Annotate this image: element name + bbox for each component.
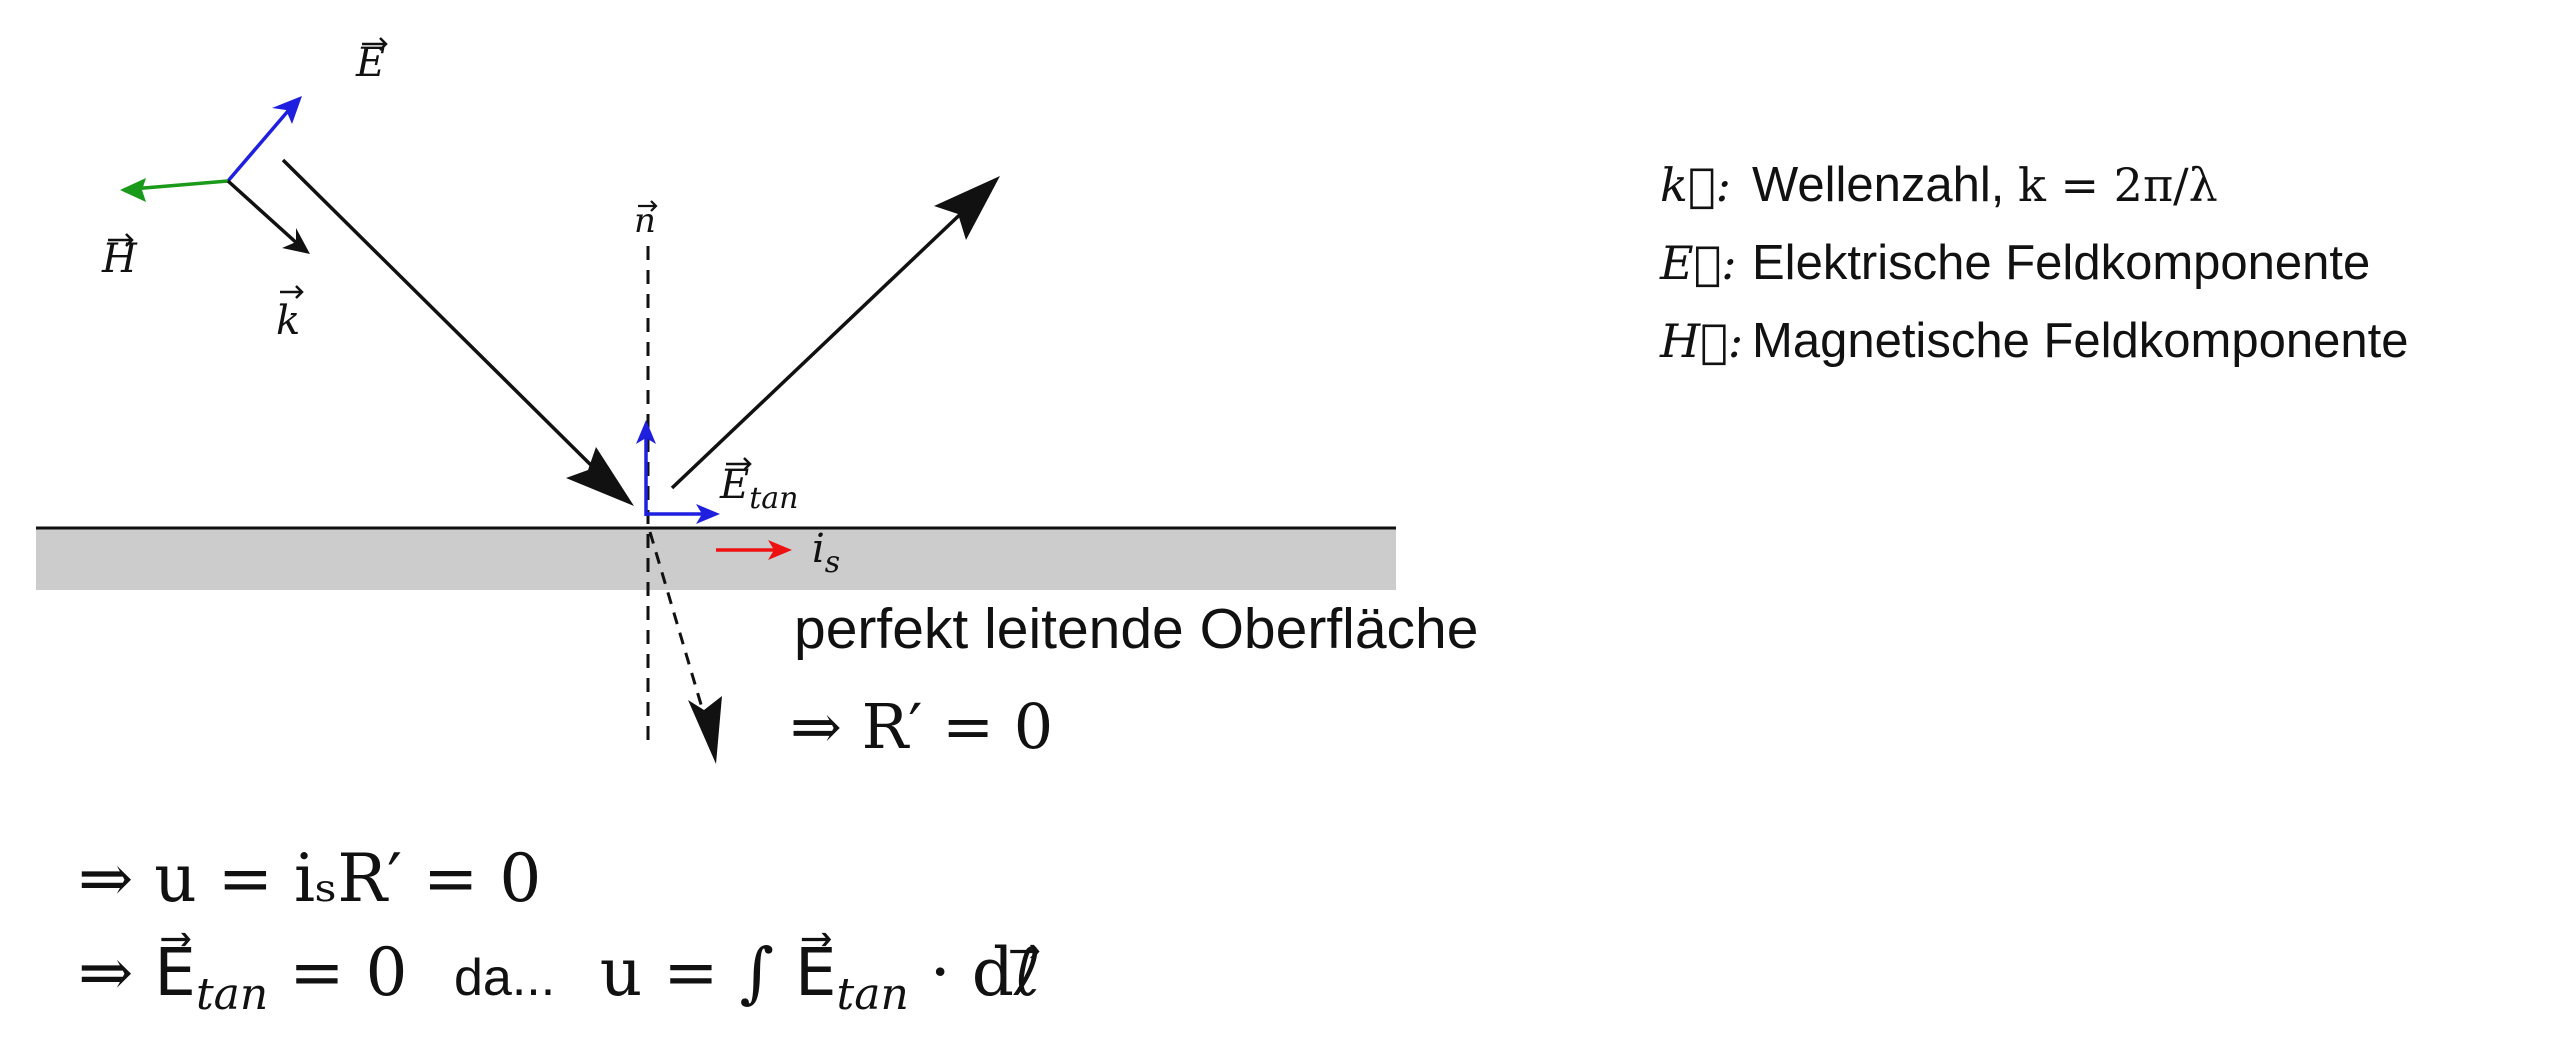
H-vector-label-arrow	[108, 233, 134, 247]
equation-2-da: da...	[454, 949, 556, 1007]
k-vector-arrow	[226, 179, 302, 248]
reflected-ray-arrowhead	[934, 176, 1000, 240]
legend-row-k: k⃗: Wellenzahl, k = 2π/λ	[1660, 150, 2218, 220]
E-vector-label-arrow	[362, 37, 388, 51]
surface-normal-field-arrowhead	[636, 420, 656, 444]
surface-current-label-main: i	[812, 526, 825, 572]
k-vector-arrowhead	[282, 228, 310, 254]
surface-current-label: is	[812, 526, 840, 580]
legend-text-H: Magnetische Feldkomponente	[1752, 314, 2409, 368]
H-vector-arrowhead	[120, 178, 146, 202]
surface-current-label-sub: s	[825, 545, 840, 580]
E-vector-arrow	[226, 102, 296, 183]
surface-caption: perfekt leitende Oberfläche	[794, 597, 1479, 661]
legend-text-E: Elektrische Feldkomponente	[1752, 236, 2371, 290]
reflected-ray	[670, 203, 972, 490]
H-vector-arrow	[131, 179, 229, 191]
k-vector-label: k	[276, 298, 300, 344]
E-tan-label-sub: tan	[749, 481, 798, 516]
legend-row-H: H⃗: Magnetische Feldkomponente	[1660, 306, 2408, 376]
E-tan-arrowhead	[696, 504, 720, 524]
equation-line-2: ⇒ E⃗tan = 0 da... u = ∫ E⃗tan · dℓ⃗	[78, 934, 1041, 1020]
equation-2-left: ⇒ E⃗	[78, 934, 196, 1011]
E-tan-label: Etan	[719, 462, 798, 516]
conductor-surface	[36, 528, 1396, 590]
equation-2-end: · dℓ⃗	[908, 934, 1042, 1011]
legend-text-k: Wellenzahl, k = 2π/λ	[1752, 157, 2218, 213]
equation-2-right: u = ∫ E⃗	[599, 934, 837, 1011]
legend-symbol-H: H⃗:	[1660, 314, 1744, 368]
equation-2-left-sub: tan	[195, 969, 269, 1021]
legend-row-E: E⃗: Elektrische Feldkomponente	[1660, 228, 2370, 298]
E-tan-label-arrow	[726, 457, 752, 471]
transmitted-ray-arrowhead	[688, 696, 722, 764]
E-vector-label: E	[355, 40, 385, 86]
legend-symbol-E: E⃗:	[1660, 236, 1737, 290]
surface-current-arrowhead	[768, 540, 792, 560]
E-vector-arrowhead	[272, 96, 302, 124]
legend-symbol-k: k⃗:	[1660, 158, 1731, 212]
normal-label-arrow	[638, 200, 658, 212]
incident-ray	[281, 158, 606, 480]
H-vector-label: H	[101, 236, 138, 282]
surface-resistance: ⇒ R′ = 0	[790, 690, 1054, 763]
legend-formula-k: k = 2π/λ	[2018, 158, 2218, 212]
equation-2-right-sub: tan	[836, 969, 909, 1021]
equation-2-mid: = 0	[268, 934, 408, 1011]
equation-line-1: ⇒ u = iₛR′ = 0	[78, 840, 542, 917]
incident-ray-arrowhead	[566, 447, 634, 506]
transmitted-ray	[648, 531, 707, 719]
k-vector-label-arrow	[280, 285, 304, 299]
normal-label: n	[634, 201, 656, 241]
legend-text-k-words: Wellenzahl,	[1752, 158, 2019, 212]
